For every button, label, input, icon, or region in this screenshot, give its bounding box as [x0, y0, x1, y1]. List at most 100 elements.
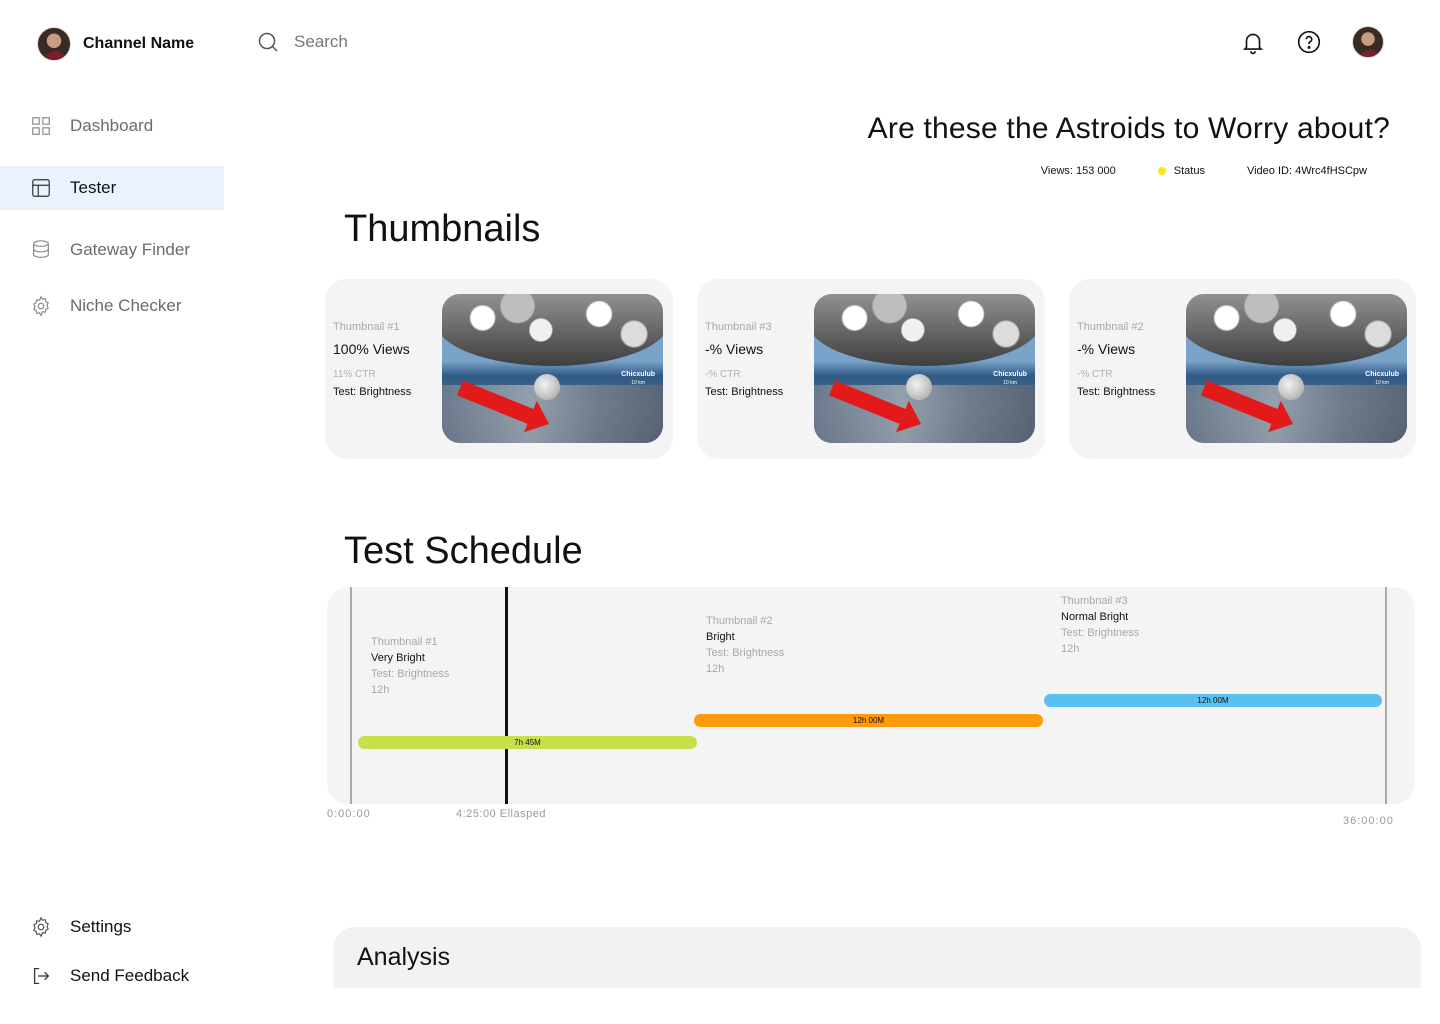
- sidebar-item-label: Dashboard: [70, 116, 154, 135]
- channel-avatar: [37, 27, 71, 61]
- gear-icon: [33, 295, 49, 317]
- layout-icon: [32, 179, 50, 197]
- segment-test: Test: Brightness: [371, 668, 450, 680]
- thumbnail-views: -% Views: [705, 341, 764, 357]
- sidebar-item-gateway-finder[interactable]: Gateway Finder: [0, 228, 224, 272]
- segment-label: Thumbnail #2: [706, 615, 773, 627]
- schedule-bar-2[interactable]: 12h 00M: [694, 714, 1043, 727]
- thumbnail-tag: Chicxulub 10 km: [1365, 371, 1399, 387]
- views-count: Views: 153 000: [1040, 165, 1116, 177]
- segment-label: Thumbnail #1: [371, 636, 438, 648]
- tag-title: Chicxulub: [621, 371, 655, 378]
- bell-icon[interactable]: [1240, 29, 1266, 55]
- asteroid-icon: [534, 374, 560, 400]
- thumbnail-info: Thumbnail #3 -% Views -% CTR Test: Brigh…: [705, 321, 783, 398]
- thumbnail-views: -% Views: [1077, 341, 1136, 357]
- settings-label: Settings: [70, 917, 132, 936]
- channel-name: Channel Name: [83, 35, 195, 52]
- segment-name: Very Bright: [371, 652, 425, 664]
- video-id: Video ID: 4Wrc4fHSCpw: [1246, 165, 1367, 177]
- segment-label: Thumbnail #3: [1061, 595, 1128, 607]
- status-label: Status: [1173, 165, 1205, 177]
- thumbnail-tag: Chicxulub 10 km: [621, 371, 655, 387]
- thumbnail-card[interactable]: Thumbnail #3 -% Views -% CTR Test: Brigh…: [697, 279, 1045, 459]
- schedule-bar-1[interactable]: 7h 45M: [358, 736, 697, 749]
- asteroid-icon: [1278, 374, 1304, 400]
- segment-test: Test: Brightness: [706, 647, 785, 659]
- thumbnail-image[interactable]: Chicxulub 10 km: [442, 294, 663, 443]
- tag-title: Chicxulub: [993, 371, 1027, 378]
- sidebar: Channel Name Dashboard Tester Gateway Fi…: [0, 0, 224, 1024]
- database-icon: [33, 240, 49, 258]
- timeline-start-label: 0:00:00: [327, 808, 371, 820]
- segment-info: Thumbnail #3 Normal Bright Test: Brightn…: [1061, 593, 1139, 657]
- schedule-timeline: Thumbnail #1 Very Bright Test: Brightnes…: [327, 587, 1415, 804]
- channel-brand[interactable]: Channel Name: [37, 27, 194, 61]
- thumbnail-label: Thumbnail #1: [333, 321, 400, 333]
- user-avatar[interactable]: [1352, 26, 1384, 58]
- analysis-panel: Analysis: [333, 927, 1440, 1024]
- schedule-bar-3[interactable]: 12h 00M: [1044, 694, 1382, 707]
- thumbnail-test: Test: Brightness: [1077, 386, 1156, 398]
- settings-link[interactable]: Settings: [0, 905, 224, 949]
- status-indicator: Status: [1157, 165, 1205, 177]
- sidebar-nav: Dashboard Tester Gateway Finder Niche Ch…: [0, 104, 224, 328]
- video-meta: Views: 153 000 Status Video ID: 4Wrc4fHS…: [1041, 165, 1367, 177]
- segment-info: Thumbnail #1 Very Bright Test: Brightnes…: [371, 634, 449, 698]
- elapsed-label: 4:25:00 Ellasped: [456, 808, 546, 820]
- tag-subtitle: 10 km: [1375, 380, 1389, 386]
- thumbnail-card[interactable]: Thumbnail #1 100% Views 11% CTR Test: Br…: [325, 279, 673, 459]
- segment-duration: 12h: [371, 684, 390, 696]
- sidebar-item-dashboard[interactable]: Dashboard: [0, 104, 224, 148]
- thumbnail-info: Thumbnail #2 -% Views -% CTR Test: Brigh…: [1077, 321, 1155, 398]
- thumbnail-info: Thumbnail #1 100% Views 11% CTR Test: Br…: [333, 321, 411, 398]
- sidebar-item-tester[interactable]: Tester: [0, 166, 224, 210]
- sidebar-bottom-nav: Settings Send Feedback: [0, 905, 224, 998]
- asteroid-surface: [442, 294, 663, 366]
- video-title: Are these the Astroids to Worry about?: [867, 112, 1390, 145]
- settings-gear-icon: [33, 916, 49, 938]
- asteroid-surface: [814, 294, 1035, 366]
- segment-duration: 12h: [1061, 643, 1080, 655]
- sidebar-item-niche-checker[interactable]: Niche Checker: [0, 284, 224, 328]
- sidebar-item-label: Niche Checker: [70, 296, 182, 315]
- top-actions: [1240, 26, 1384, 58]
- thumbnail-test: Test: Brightness: [705, 386, 784, 398]
- schedule-heading: Test Schedule: [344, 530, 583, 572]
- tag-subtitle: 10 km: [1003, 380, 1017, 386]
- thumbnail-label: Thumbnail #3: [705, 321, 772, 333]
- tag-subtitle: 10 km: [631, 380, 645, 386]
- segment-name: Bright: [706, 631, 735, 643]
- asteroid-surface: [1186, 294, 1407, 366]
- thumbnail-label: Thumbnail #2: [1077, 321, 1144, 333]
- segment-duration: 12h: [706, 663, 725, 675]
- thumbnail-image[interactable]: Chicxulub 10 km: [1186, 294, 1407, 443]
- send-feedback-label: Send Feedback: [70, 966, 190, 985]
- sidebar-item-label: Tester: [70, 178, 117, 197]
- thumbnail-ctr: -% CTR: [705, 369, 741, 380]
- send-feedback-link[interactable]: Send Feedback: [0, 954, 224, 998]
- elapsed-marker[interactable]: [505, 587, 508, 804]
- grid-icon: [32, 117, 50, 135]
- logout-arrow-icon: [33, 968, 50, 984]
- segment-info: Thumbnail #2 Bright Test: Brightness 12h: [706, 613, 784, 677]
- segment-test: Test: Brightness: [1061, 627, 1140, 639]
- timeline-end-label: 36:00:00: [1343, 815, 1394, 827]
- thumbnail-ctr: -% CTR: [1077, 369, 1113, 380]
- thumbnail-card[interactable]: Thumbnail #2 -% Views -% CTR Test: Brigh…: [1069, 279, 1416, 459]
- thumbnail-views: 100% Views: [333, 341, 410, 357]
- analysis-heading: Analysis: [357, 943, 451, 971]
- thumbnails-heading: Thumbnails: [344, 208, 541, 250]
- thumbnail-tag: Chicxulub 10 km: [993, 371, 1027, 387]
- search-icon: [258, 32, 278, 52]
- help-icon[interactable]: [1296, 29, 1322, 55]
- asteroid-icon: [906, 374, 932, 400]
- tag-title: Chicxulub: [1365, 371, 1399, 378]
- thumbnail-image[interactable]: Chicxulub 10 km: [814, 294, 1035, 443]
- timeline-end-line: [1385, 587, 1387, 804]
- segment-name: Normal Bright: [1061, 611, 1129, 623]
- thumbnail-cards: Thumbnail #1 100% Views 11% CTR Test: Br…: [325, 279, 1416, 459]
- timeline-start-line: [350, 587, 352, 804]
- search-input[interactable]: [294, 32, 594, 52]
- status-dot-icon: [1157, 167, 1166, 175]
